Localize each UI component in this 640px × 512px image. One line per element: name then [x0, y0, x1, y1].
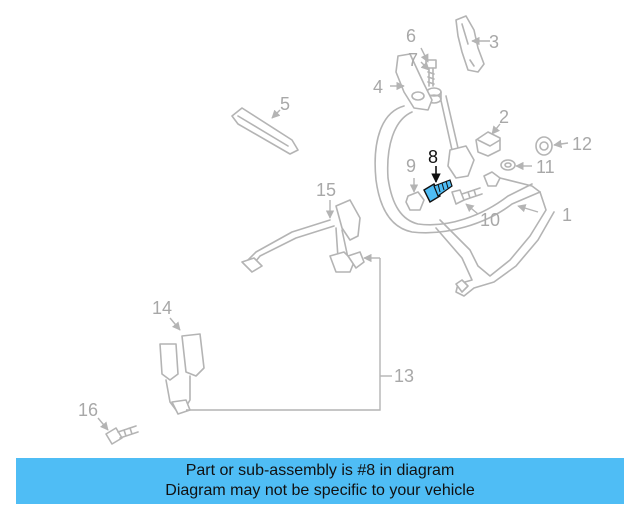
- part-3-anchor-plate: [455, 15, 485, 73]
- part-6-bolt: [425, 59, 437, 87]
- callout-2: 2: [499, 107, 509, 127]
- callout-12: 12: [572, 134, 592, 154]
- part-2-clip: [475, 131, 501, 157]
- callout-1: 1: [562, 205, 572, 225]
- parts-diagram: 1 2 3 4 5 6 7 8 9 10 11 12 13 14 15 16: [78, 15, 592, 445]
- callout-10: 10: [480, 210, 500, 230]
- callout-15: 15: [316, 180, 336, 200]
- part-5-trim: [231, 107, 299, 155]
- callout-4: 4: [373, 77, 383, 97]
- part-9-nut: [405, 191, 425, 211]
- callout-8: 8: [428, 147, 438, 167]
- callout-16: 16: [78, 400, 98, 420]
- part-12-cap: [535, 136, 553, 156]
- leader-lines: [97, 36, 569, 431]
- part-15-rear-belt: [241, 199, 365, 273]
- part-11-washer: [500, 159, 516, 171]
- banner-line-1: Part or sub-assembly is #8 in diagram: [185, 462, 455, 479]
- part-10-bolt: [451, 187, 483, 205]
- part-8-bolt: [423, 179, 453, 203]
- part-14-buckle: [159, 333, 205, 415]
- part-16-bolt: [105, 425, 139, 445]
- callout-6: 6: [406, 26, 416, 46]
- callout-14: 14: [152, 298, 172, 318]
- part-1-belt: [374, 95, 555, 297]
- part-4-d-ring: [395, 53, 433, 111]
- callout-3: 3: [489, 32, 499, 52]
- callout-13: 13: [394, 366, 414, 386]
- banner-line-2: Diagram may not be specific to your vehi…: [165, 482, 475, 499]
- callout-7: 7: [408, 50, 418, 70]
- callout-9: 9: [406, 156, 416, 176]
- info-banner: Part or sub-assembly is #8 in diagram Di…: [16, 458, 624, 504]
- callout-5: 5: [280, 94, 290, 114]
- callout-11: 11: [536, 157, 555, 177]
